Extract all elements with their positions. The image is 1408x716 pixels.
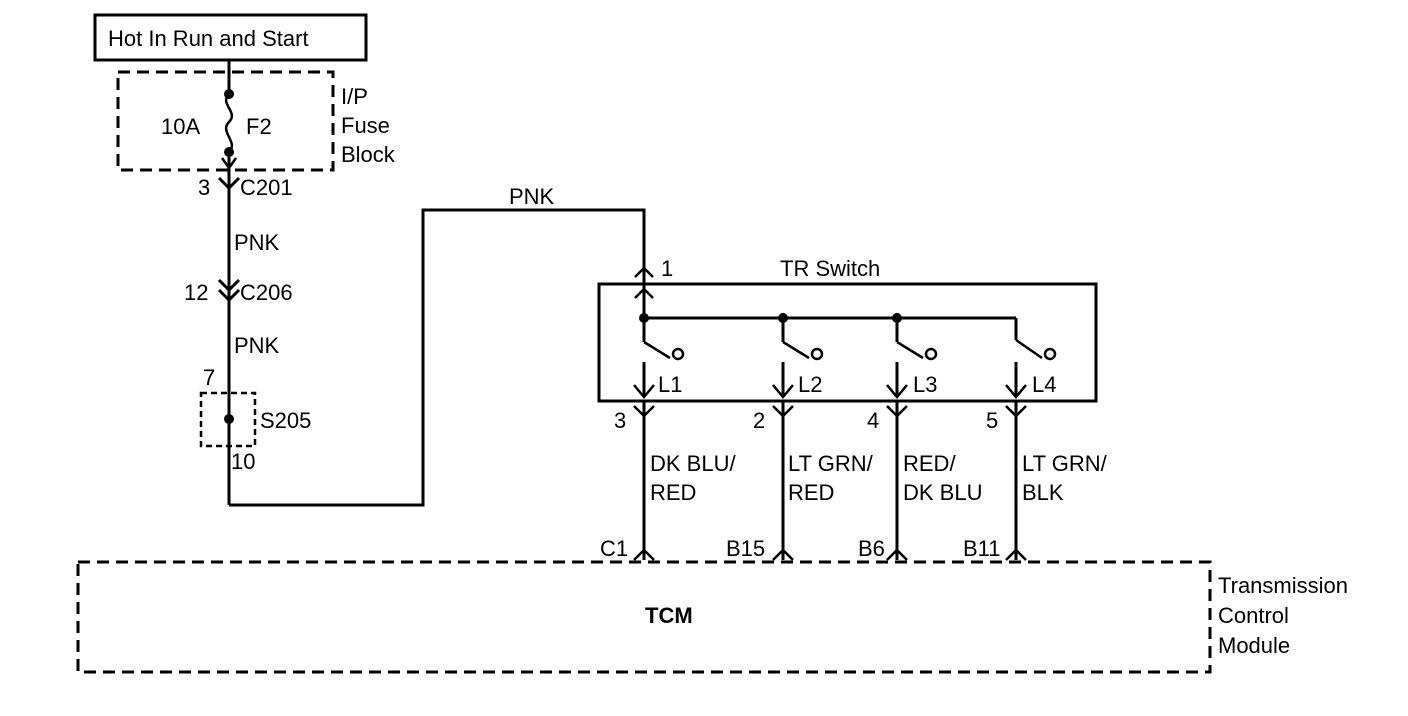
switch-contact-l1: L1 xyxy=(633,318,685,399)
wire-color-3-line2: DK BLU xyxy=(903,480,982,505)
splice-s205: 7 S205 10 xyxy=(199,365,311,474)
switch-pin-2: 2 xyxy=(753,408,765,433)
switch-pin-3: 4 xyxy=(867,408,879,433)
wire-color-4-line1: LT GRN/ xyxy=(1022,451,1108,476)
contact-label-l3: L3 xyxy=(913,372,937,397)
splice-pin-out: 10 xyxy=(231,449,255,474)
fuse-block-name-line3: Block xyxy=(341,142,396,167)
connector-c206: 12 C206 xyxy=(184,278,293,305)
tcm-pin-4: B11 xyxy=(963,536,1001,561)
switch-contact-l2: L2 xyxy=(772,318,824,399)
contact-label-l1: L1 xyxy=(658,372,682,397)
contact-label-l2: L2 xyxy=(798,372,822,397)
connector-c201: 3 C201 xyxy=(198,175,293,200)
fuse-block-name-line1: I/P xyxy=(341,84,368,109)
fuse-block-name-line2: Fuse xyxy=(341,113,390,138)
tr-switch: TR Switch 1 L1 L2 xyxy=(597,256,1098,403)
wire-color-pnk-top: PNK xyxy=(509,184,555,209)
tcm-pin-3: B6 xyxy=(858,536,885,561)
tcm-label: TCM xyxy=(645,603,693,628)
wire-color-2-line2: RED xyxy=(788,480,834,505)
wire-color-2-line1: LT GRN/ xyxy=(788,451,874,476)
wire-color-pnk-1: PNK xyxy=(234,230,280,255)
output-wire-3: 4 RED/ DK BLU B6 xyxy=(858,401,982,561)
power-source-label: Hot In Run and Start xyxy=(108,26,309,51)
switch-pin-1: 3 xyxy=(614,408,626,433)
output-wire-1: 3 DK BLU/ RED C1 xyxy=(600,401,736,561)
tr-switch-title: TR Switch xyxy=(780,256,880,281)
fuse-amperage: 10A xyxy=(161,114,200,139)
pnk-wire-to-tr-switch xyxy=(229,208,646,507)
switch-contact-l4: L4 xyxy=(1005,338,1056,399)
tcm-module: TCM Transmission Control Module xyxy=(76,560,1348,674)
contact-label-l4: L4 xyxy=(1032,372,1056,397)
tcm-pin-2: B15 xyxy=(726,536,765,561)
power-source: Hot In Run and Start xyxy=(93,13,368,62)
wire-color-1-line1: DK BLU/ xyxy=(650,451,736,476)
splice-pin-in: 7 xyxy=(203,365,215,390)
output-wire-2: 2 LT GRN/ RED B15 xyxy=(726,401,874,561)
wire-color-pnk-2: PNK xyxy=(234,333,280,358)
splice-name: S205 xyxy=(260,408,311,433)
fuse-id: F2 xyxy=(246,114,272,139)
c206-pin: 12 xyxy=(184,280,208,305)
output-wire-4: 5 LT GRN/ BLK B11 xyxy=(963,401,1108,561)
tcm-desc-line3: Module xyxy=(1218,633,1290,658)
switch-contact-l3: L3 xyxy=(886,318,937,399)
tcm-pin-1: C1 xyxy=(600,536,628,561)
wire-color-1-line2: RED xyxy=(650,480,696,505)
fuse-symbol xyxy=(224,93,234,153)
wire-color-3-line1: RED/ xyxy=(903,451,956,476)
c201-pin: 3 xyxy=(198,175,210,200)
tcm-desc-line2: Control xyxy=(1218,603,1289,628)
fuse-block: 10A F2 I/P Fuse Block xyxy=(116,60,396,172)
c201-name: C201 xyxy=(240,175,293,200)
tcm-desc-line1: Transmission xyxy=(1218,573,1348,598)
wire-color-4-line2: BLK xyxy=(1022,480,1064,505)
tr-switch-input-pin: 1 xyxy=(661,256,673,281)
switch-pin-4: 5 xyxy=(986,408,998,433)
c206-name: C206 xyxy=(240,280,293,305)
